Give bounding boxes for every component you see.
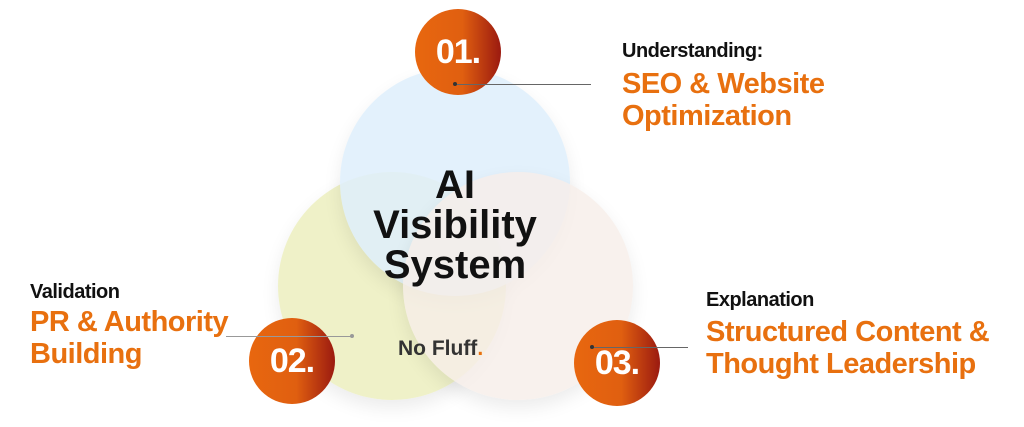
tagline: No Fluff. xyxy=(398,337,483,361)
step-badge-03: 03. xyxy=(574,320,660,406)
step-03-heading: Explanation xyxy=(706,289,814,311)
step-01-line: Optimization xyxy=(622,100,792,132)
title-line: Visibility xyxy=(373,203,537,247)
title-line: AI xyxy=(435,163,475,207)
connector-dot-01 xyxy=(453,82,457,86)
step-01-line: SEO & Website xyxy=(622,68,825,100)
connector-line-02 xyxy=(226,336,352,337)
center-title: AI Visibility System xyxy=(340,165,570,285)
step-03-line: Thought Leadership xyxy=(706,348,976,380)
step-badge-01: 01. xyxy=(415,9,501,95)
step-02-title: PR & Authority Building xyxy=(30,306,229,370)
tagline-text: No Fluff xyxy=(398,337,478,360)
connector-line-01 xyxy=(455,84,591,85)
step-03-title: Structured Content & Thought Leadership xyxy=(706,316,990,380)
step-02-heading: Validation xyxy=(30,281,120,303)
tagline-dot: . xyxy=(477,337,484,360)
title-line: System xyxy=(383,243,527,287)
connector-dot-03 xyxy=(590,345,594,349)
connector-dot-02 xyxy=(350,334,354,338)
step-badge-02: 02. xyxy=(249,318,335,404)
step-02-line: PR & Authority xyxy=(30,306,229,338)
step-03-line: Structured Content & xyxy=(706,316,990,348)
step-02-line: Building xyxy=(30,338,142,370)
step-01-heading: Understanding: xyxy=(622,40,763,62)
step-01-title: SEO & Website Optimization xyxy=(622,68,825,132)
connector-line-03 xyxy=(592,347,688,348)
